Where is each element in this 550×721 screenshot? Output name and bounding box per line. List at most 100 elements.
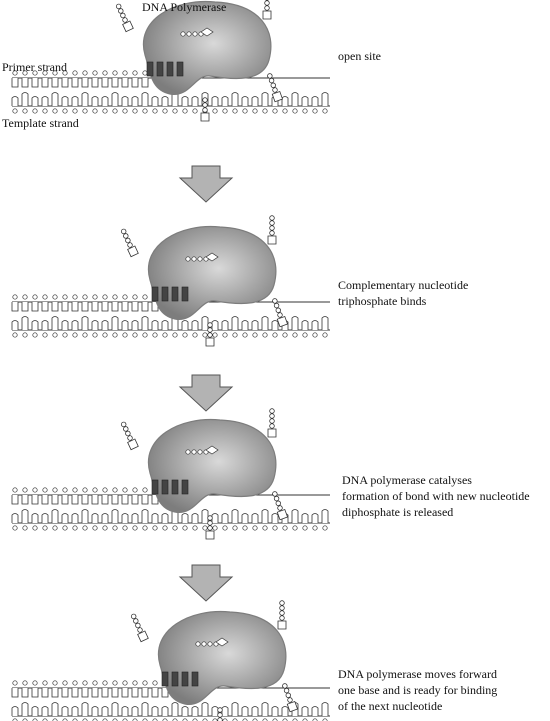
primer-base [91,688,99,698]
template-phosphate [242,108,248,114]
primer-phosphate [42,487,48,493]
template-base [61,513,69,523]
primer-base [141,495,149,505]
site-base [205,445,219,455]
primer-phosphate [142,294,148,300]
template-base [81,702,89,716]
primer-phosphate [132,294,138,300]
template-phosphate [152,525,158,531]
primer-phosphate [132,680,138,686]
template-phosphate [52,525,58,531]
primer-base [51,78,59,88]
template-phosphate [302,332,308,338]
template-base [71,513,79,523]
primer-base [21,302,29,312]
primer-phosphate [52,487,58,493]
primer-base [31,495,39,505]
free-nucleotide [205,515,215,540]
free-nucleotide [272,298,289,328]
site-phosphate [185,256,191,262]
template-base [321,92,329,106]
template-base [251,706,259,716]
template-phosphate [32,332,38,338]
template-base [21,92,29,106]
primer-base [71,688,79,698]
template-base [271,320,279,330]
template-base [31,706,39,716]
template-base [251,96,259,106]
template-base [61,320,69,330]
template-phosphate [182,108,188,114]
template-base [161,706,169,716]
primer-base [101,495,109,505]
phosphate-circle [269,215,275,221]
template-phosphate [312,525,318,531]
primer-base [61,495,69,505]
template-phosphate [62,332,68,338]
template-base [91,513,99,523]
primer-phosphate [22,680,28,686]
template-base [311,706,319,716]
template-base [41,320,49,330]
site-phosphate [185,449,191,455]
phosphate-circle [122,17,128,23]
paired-base [161,286,169,302]
primer-phosphate [52,294,58,300]
template-phosphate [62,525,68,531]
primer-base [151,688,159,698]
primer-phosphate [112,680,118,686]
phosphate-circle [277,312,283,318]
template-phosphate [82,108,88,114]
template-phosphate [282,525,288,531]
template-base [121,96,129,106]
template-phosphate [292,332,298,338]
phosphate-circle [130,613,137,620]
template-base [311,96,319,106]
phosphate-circle [202,107,208,113]
site-phosphate [186,31,192,37]
free-nucleotide [217,707,223,721]
template-base [151,320,159,330]
step-4-caption-line-1: DNA polymerase moves forward [338,667,497,681]
template-phosphate [132,332,138,338]
free-nucleotide [115,3,134,33]
free-nucleotide [272,491,289,521]
primer-base [21,688,29,698]
template-base [61,706,69,716]
template-base [211,96,219,106]
primer-base [121,495,129,505]
template-phosphate [42,332,48,338]
primer-phosphate [132,487,138,493]
free-nucleotide [267,408,277,438]
template-phosphate [282,332,288,338]
primer-phosphate [112,70,118,76]
template-base [221,706,229,716]
free-nucleotide [120,421,139,451]
template-phosphate [292,525,298,531]
template-base [251,320,259,330]
site-base [215,637,229,647]
primer-phosphate [92,294,98,300]
template-phosphate [142,332,148,338]
template-base [161,96,169,106]
primer-phosphate [72,70,78,76]
template-base [41,706,49,716]
free-nucleotide [130,613,149,643]
primer-base [101,78,109,88]
template-base [301,513,309,523]
step-2-caption-line-1: Complementary nucleotide [338,278,469,292]
template-base [51,509,59,523]
phosphate-circle [282,683,288,689]
template-base [131,513,139,523]
template-base [221,513,229,523]
template-phosphate [142,108,148,114]
phosphate-circle [207,520,213,526]
phosphate-circle [217,712,223,718]
primer-base [61,302,69,312]
primer-base [141,78,149,88]
template-phosphate [52,332,58,338]
template-phosphate [32,525,38,531]
primer-phosphate [102,680,108,686]
template-base [101,513,109,523]
template-base [151,706,159,716]
